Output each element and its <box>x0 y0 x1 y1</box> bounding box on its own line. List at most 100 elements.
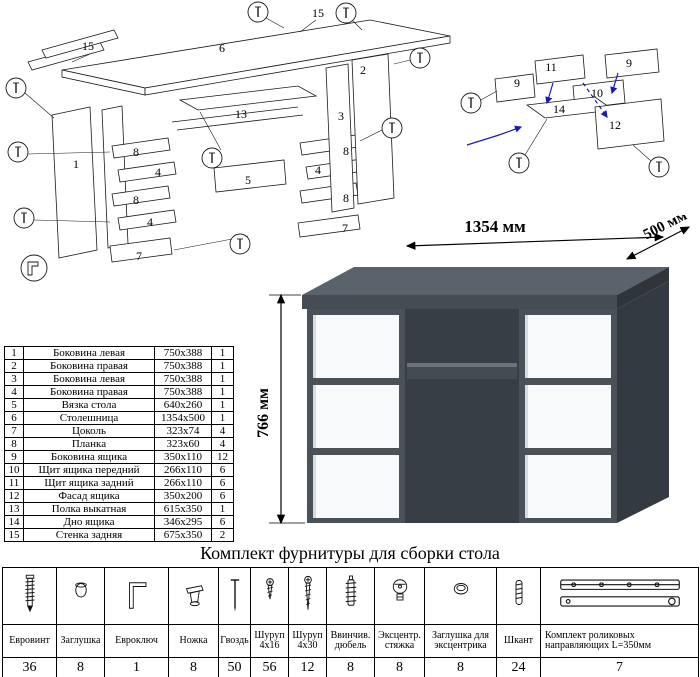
hardware-name: Шкант <box>496 624 541 658</box>
part-name: Боковина левая <box>23 372 155 386</box>
hardware-qty: 8 <box>424 657 497 677</box>
hardware-qty: 8 <box>326 657 375 677</box>
hardware-qty: 12 <box>288 657 327 677</box>
cam-lock-icon-cell <box>374 567 425 625</box>
part-back-panels <box>27 29 119 71</box>
part-size: 1354x500 <box>154 411 212 425</box>
drawer-fronts <box>313 315 611 518</box>
part-name: Вязка стола <box>23 398 155 412</box>
part-size: 750x388 <box>154 385 212 399</box>
screw-4x30-icon <box>303 575 312 610</box>
part-number: 5 <box>4 398 24 412</box>
part-number: 8 <box>4 437 24 451</box>
part-drawer-side-right <box>604 48 660 79</box>
part-qty: 1 <box>211 398 234 412</box>
hardware-qty: 56 <box>250 657 289 677</box>
part-name: Щит ящика задний <box>23 476 155 490</box>
hardware-kit-title: Комплект фурнитуры для сборки стола <box>200 543 500 563</box>
dowel-screw-icon <box>345 575 356 606</box>
part-qty: 1 <box>211 372 234 386</box>
hardware-qty-row: 36 8 1 8 50 56 12 8 8 8 24 7 <box>2 657 699 677</box>
hardware-name: Заглушка для эксцентрика <box>424 624 497 658</box>
part-name: Цоколь <box>23 424 155 438</box>
part-name: Боковина левая <box>23 346 155 360</box>
part-label: 9 <box>626 56 632 70</box>
part-size: 350x110 <box>154 450 212 464</box>
part-label: 8 <box>133 145 139 159</box>
dowel-screw-icon-cell <box>326 567 375 625</box>
part-number: 11 <box>4 476 24 490</box>
part-name: Фасад ящика <box>23 489 155 503</box>
part-number: 6 <box>4 411 24 425</box>
part-name: Боковина ящика <box>23 450 155 464</box>
part-side-panels-left <box>51 105 129 259</box>
part-label: 7 <box>136 249 142 263</box>
part-center-rail <box>213 159 287 193</box>
hardware-qty: 8 <box>374 657 425 677</box>
part-label: 13 <box>235 107 247 121</box>
part-label: 4 <box>155 165 161 179</box>
part-number: 15 <box>4 528 24 542</box>
part-size: 675x350 <box>154 528 212 542</box>
dimension-arrows <box>269 226 691 525</box>
nail-icon-cell <box>218 567 251 625</box>
hardware-name: Комплект роликовых направляющих L=350мм <box>540 624 699 658</box>
part-qty: 6 <box>211 489 234 503</box>
hardware-name: Евровинт <box>2 624 57 658</box>
hexkey-icon-cell <box>104 567 169 625</box>
hardware-qty: 1 <box>104 657 169 677</box>
part-label: 2 <box>360 63 366 77</box>
part-qty: 4 <box>211 424 234 438</box>
part-label: 5 <box>245 173 251 187</box>
part-qty: 4 <box>211 437 234 451</box>
part-size: 266x110 <box>154 463 212 477</box>
euroscrew-icon <box>24 574 35 612</box>
dimension-height-label: 766 мм <box>255 388 272 438</box>
screw-4x16-icon <box>265 577 274 599</box>
part-qty: 6 <box>211 463 234 477</box>
part-name: Столешница <box>23 411 155 425</box>
part-qty: 6 <box>211 476 234 490</box>
part-label: 14 <box>553 102 565 116</box>
screw-4x30-icon-cell <box>288 567 327 625</box>
part-label: 4 <box>315 163 321 177</box>
part-number: 3 <box>4 372 24 386</box>
hardware-qty: 7 <box>540 657 699 677</box>
part-label: 6 <box>219 41 225 55</box>
part-keyboard-shelf <box>171 85 318 131</box>
part-number: 2 <box>4 359 24 373</box>
part-drawer-facade <box>594 98 665 150</box>
hardware-name: Евроключ <box>104 624 169 658</box>
part-name: Дно ящика <box>23 515 155 529</box>
hardware-qty: 8 <box>56 657 105 677</box>
part-label: 15 <box>82 39 94 53</box>
part-size: 615x350 <box>154 502 212 516</box>
part-label: 1 <box>73 157 79 171</box>
hardware-qty: 8 <box>168 657 219 677</box>
part-size: 750x388 <box>154 372 212 386</box>
euroscrew-icon-cell <box>2 567 57 625</box>
hardware-name: Гвоздь <box>218 624 251 658</box>
part-label: 9 <box>514 76 520 90</box>
exploded-view-desk-diagram: 15 6 15 13 1 8 4 8 4 7 2 3 8 4 8 7 5 <box>5 1 451 282</box>
desk-3d-render: 1354 мм 500 мм 766 мм <box>255 215 691 525</box>
part-number: 14 <box>4 515 24 529</box>
part-size: 266x110 <box>154 476 212 490</box>
part-number: 1 <box>4 346 24 360</box>
part-number: 4 <box>4 385 24 399</box>
hardware-qty: 50 <box>218 657 251 677</box>
part-size: 750x388 <box>154 359 212 373</box>
desk-body <box>302 267 669 523</box>
part-label: 12 <box>609 118 621 132</box>
drawer-slide-icon <box>559 579 680 607</box>
hardware-names-row: Евровинт Заглушка Евроключ Ножка Гвоздь … <box>2 624 699 658</box>
part-label: 3 <box>338 109 344 123</box>
part-drawer-back <box>534 54 586 85</box>
